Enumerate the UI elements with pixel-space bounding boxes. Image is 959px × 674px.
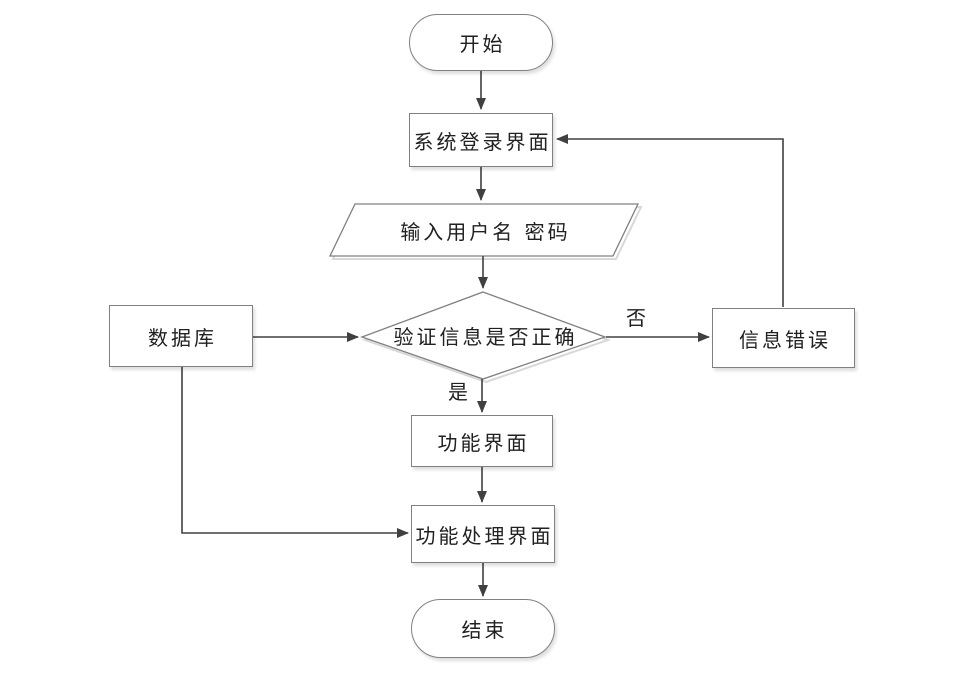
start-node: 开始 [409, 14, 553, 71]
function-process-label: 功能处理界面 [415, 523, 554, 548]
login-label: 系统登录界面 [413, 129, 552, 154]
login-node: 系统登录界面 [409, 113, 553, 167]
end-label: 结束 [461, 618, 508, 642]
edge-label-yes: 是 [448, 379, 468, 404]
database-node: 数据库 [109, 305, 253, 367]
error-node: 信息错误 [712, 308, 855, 368]
edge-database-process [181, 367, 409, 538]
function-ui-label: 功能界面 [437, 430, 530, 455]
function-process-node: 功能处理界面 [411, 505, 555, 563]
edge-label-no: 否 [626, 305, 646, 330]
input-parallelogram-shape [328, 203, 640, 257]
decision-diamond-shape [360, 291, 607, 380]
edge-error-login-return [556, 134, 784, 307]
function-ui-node: 功能界面 [411, 415, 553, 467]
start-label: 开始 [459, 32, 506, 56]
end-node: 结束 [411, 599, 555, 658]
database-label: 数据库 [148, 325, 217, 350]
error-label: 信息错误 [739, 327, 831, 352]
